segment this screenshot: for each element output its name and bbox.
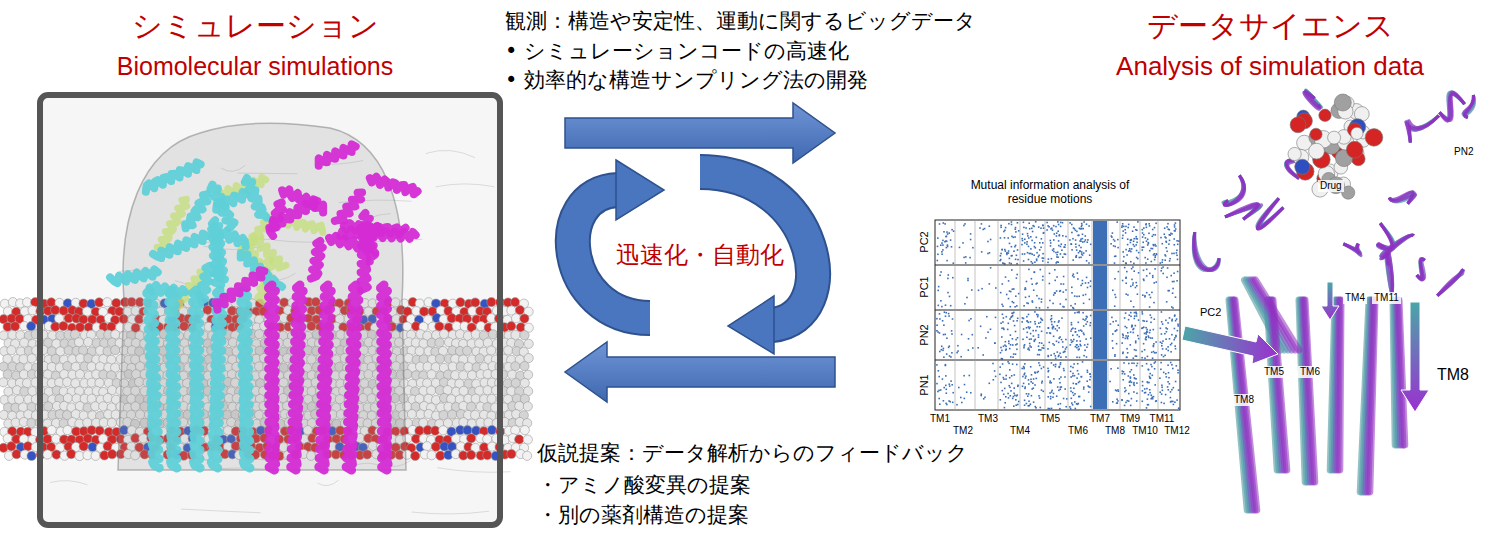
structure-label: TM8: [1232, 394, 1256, 406]
motion-arrows: [1182, 282, 1429, 412]
structure-label: TM6: [1298, 366, 1322, 378]
protein-surface: [118, 123, 406, 470]
axis-tick-label: TM3: [978, 412, 998, 425]
structure-label: TM8: [1435, 366, 1471, 384]
bullet-text: • シミュレーションコードの高速化: [505, 38, 849, 65]
block-arrow: [565, 342, 835, 402]
panel-region: シミュレーション Biomolecular simulations: [0, 0, 565, 542]
axis-label: PN1: [919, 374, 930, 395]
axis-label: PC1: [919, 276, 930, 297]
cycle-label: 迅速化・自動化: [616, 240, 784, 271]
plot-frame: [935, 220, 1180, 410]
axis-label: PN2: [919, 324, 930, 345]
plot-title: Mutual information analysis of residue m…: [958, 178, 1143, 207]
structure-label: TM4: [1343, 292, 1367, 304]
panel-subtitle: Biomolecular simulations: [117, 50, 394, 83]
axis-tick-label: TM7: [1090, 412, 1110, 425]
panel-title: シミュレーション: [132, 6, 379, 45]
drug-spheres: [1288, 94, 1383, 199]
axis-tick-label: TM8: [1105, 424, 1125, 437]
plot-dots: [936, 221, 1179, 410]
structure-label: PN2: [1452, 146, 1475, 158]
bullet-text: ・アミノ酸変異の提案: [537, 472, 751, 499]
axis-tick-label: TM2: [953, 424, 973, 437]
axis-tick-label: TM9: [1120, 412, 1140, 425]
water-box: [40, 95, 500, 525]
panel-title: データサイエンス: [1147, 6, 1394, 45]
axis-tick-label: TM10: [1132, 424, 1158, 437]
axis-tick-label: TM1: [930, 412, 950, 425]
arrow-label: 仮説提案：データ解析からのフィードバック: [537, 440, 968, 467]
box-frame: [40, 95, 500, 525]
structure-label: TM5: [1262, 366, 1286, 378]
axis-tick-label: TM6: [1068, 424, 1088, 437]
axis-tick-label: TM11: [1150, 412, 1175, 425]
bullet-text: • 効率的な構造サンプリング法の開発: [505, 67, 868, 94]
axis-label: PC2: [919, 231, 930, 252]
protein-ribbons: [110, 144, 418, 470]
axis-tick-label: TM5: [1040, 412, 1060, 425]
cycle-arrows: [573, 160, 813, 354]
structure-label: Drug: [1318, 180, 1344, 192]
protein-ensemble: [1193, 90, 1474, 510]
axis-tick-label: TM4: [1010, 424, 1030, 437]
structure-label: PC2: [1198, 306, 1223, 319]
block-arrow: [565, 103, 835, 163]
bullet-text: ・別の薬剤構造の提案: [537, 502, 749, 529]
panel-subtitle: Analysis of simulation data: [1116, 50, 1424, 84]
axis-tick-label: TM12: [1164, 424, 1190, 437]
plot-column-lines: [955, 220, 1158, 410]
arrow-label: 観測：構造や安定性、運動に関するビッグデータ: [505, 8, 976, 35]
structure-label: TM11: [1372, 292, 1401, 304]
